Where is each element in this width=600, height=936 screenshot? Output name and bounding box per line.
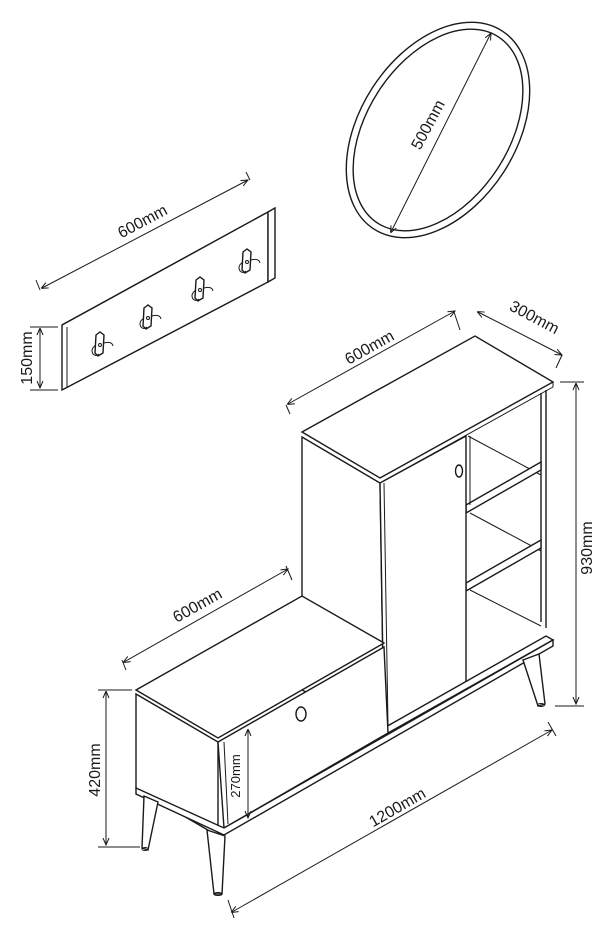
drawer-knob-icon xyxy=(295,706,307,722)
mirror-diameter-dimension: 500mm xyxy=(391,33,491,232)
hanger-height-label: 150mm xyxy=(19,331,36,384)
hook-icon xyxy=(139,304,162,330)
bench-height-label: 420mm xyxy=(87,743,104,796)
mirror: 500mm xyxy=(345,21,531,239)
hall-unit xyxy=(134,335,555,896)
hook-icon xyxy=(91,331,114,357)
open-shelves xyxy=(465,436,542,627)
cabinet-height-dimension: 930mm xyxy=(555,381,596,707)
cabinet-depth-label: 300mm xyxy=(507,298,562,338)
cabinet-door xyxy=(379,434,467,730)
bench-height-dimension: 420mm xyxy=(87,689,140,848)
cabinet-height-label: 930mm xyxy=(579,521,596,574)
hanger-height-dimension: 150mm xyxy=(19,326,58,391)
mirror-diameter-label: 500mm xyxy=(409,98,449,153)
coat-hanger: 600mm 150mm xyxy=(19,171,276,392)
total-width-label: 1200mm xyxy=(367,785,429,831)
door-knob-icon xyxy=(454,464,464,478)
legs xyxy=(141,653,546,896)
hanger-width-label: 600mm xyxy=(115,202,170,242)
drawer-height-label: 270mm xyxy=(228,754,243,797)
unit-base xyxy=(135,638,554,836)
